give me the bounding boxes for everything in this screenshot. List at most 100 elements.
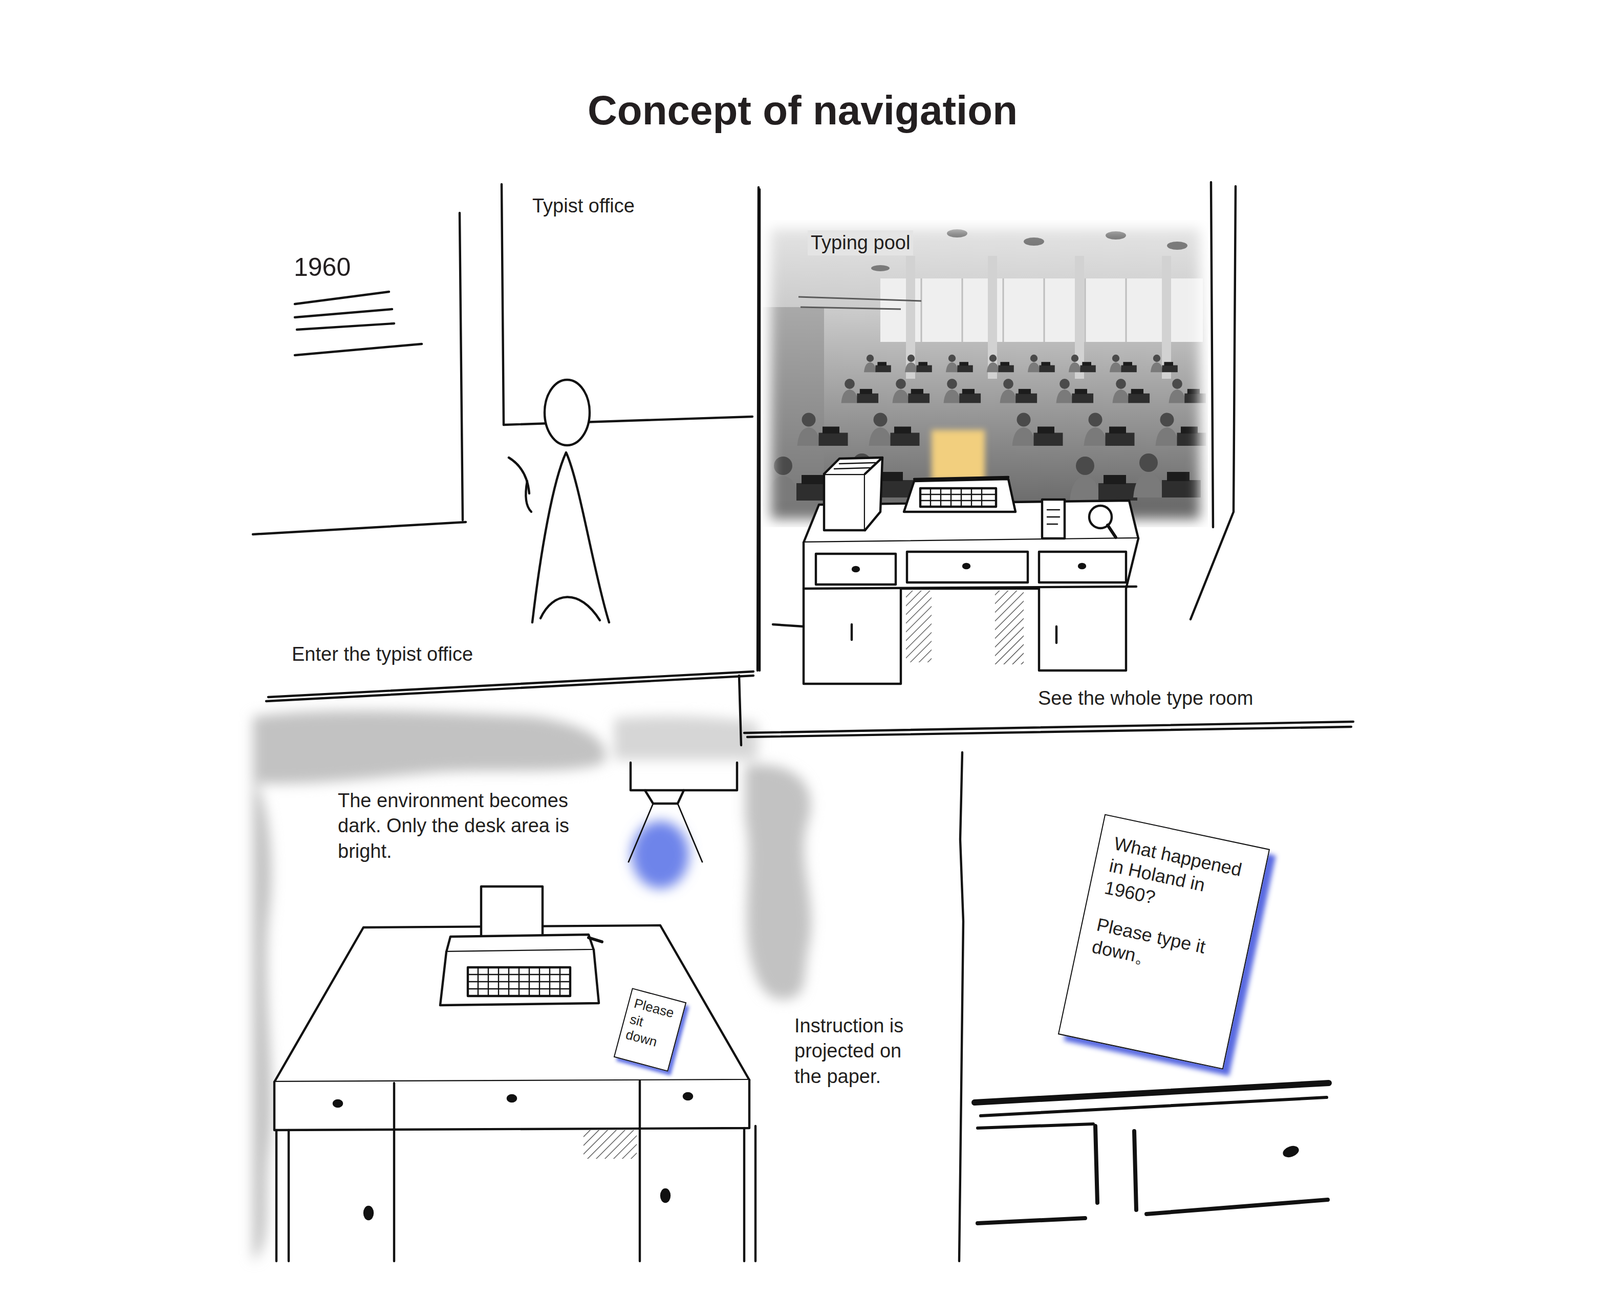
typing-pool-photo <box>863 354 892 373</box>
typewriter <box>467 967 571 997</box>
wall-text-lines <box>294 291 422 356</box>
typing-pool-photo <box>1109 354 1137 373</box>
ceiling-lamp <box>628 803 703 862</box>
desk-closeup <box>977 1123 1094 1129</box>
typing-pool-photo <box>1166 241 1188 250</box>
desk-closeup <box>977 1218 1086 1224</box>
typing-pool-photo <box>1000 378 1038 403</box>
typewriter <box>903 479 1016 512</box>
desk <box>639 1126 756 1262</box>
typewriter <box>920 488 997 507</box>
desk-card <box>1042 499 1065 539</box>
desk <box>803 538 1139 684</box>
story-panel: The environment becomes dark. Only the d… <box>252 706 963 1265</box>
typing-pool-photo <box>945 354 974 373</box>
panel-border <box>501 184 504 425</box>
desk <box>963 564 970 569</box>
typing-pool-photo <box>1068 354 1096 373</box>
wall-text-lines <box>296 323 395 330</box>
desk <box>905 590 932 663</box>
desk <box>995 590 1024 665</box>
wall-text-lines <box>294 309 393 318</box>
storyboard-art <box>252 182 1354 1262</box>
desk <box>394 1080 640 1131</box>
desk <box>906 551 1028 583</box>
node-text: Please type it down。 <box>1090 913 1235 986</box>
panel-border <box>1211 182 1214 528</box>
typewriter <box>446 934 594 953</box>
typing-pool-photo <box>904 354 933 373</box>
panel-border <box>252 184 759 746</box>
typing-pool-photo <box>1161 255 1172 379</box>
desk-closeup <box>1095 1126 1098 1203</box>
desk <box>1039 551 1127 583</box>
typewriter <box>481 886 543 940</box>
node-text: See the whole type room <box>1038 685 1253 711</box>
lamp-light <box>631 820 689 889</box>
visitor-figure <box>525 481 532 512</box>
desk <box>274 925 756 1262</box>
panel-border <box>757 187 759 671</box>
dark-environment <box>745 764 812 1000</box>
panel-border <box>1190 186 1236 620</box>
desk-card <box>1042 499 1065 539</box>
paper-tray <box>824 457 883 531</box>
desk-card <box>1047 509 1060 525</box>
typing-pool-photo <box>946 229 968 238</box>
panel-border <box>959 752 964 1262</box>
desk <box>1078 564 1086 569</box>
desk <box>583 1130 637 1159</box>
typing-pool-photo <box>943 378 982 403</box>
desk-closeup <box>1146 1199 1328 1215</box>
dark-environment <box>252 710 812 1262</box>
typing-pool-photo <box>1012 413 1064 447</box>
typing-pool-photo <box>1023 237 1045 246</box>
desk <box>274 1079 750 1131</box>
node-text: The environment becomes dark. Only the d… <box>337 788 607 864</box>
ceiling-lamp <box>630 762 738 791</box>
desk <box>364 1206 373 1220</box>
typing-pool-photo <box>1155 413 1207 447</box>
typing-pool-photo <box>1084 413 1135 447</box>
dark-environment <box>252 777 272 1262</box>
node-text: Please sit down <box>623 995 680 1054</box>
desk-closeup <box>980 1097 1327 1116</box>
typing-pool-photo <box>1056 378 1094 403</box>
paper-tray <box>834 462 876 469</box>
node-text: What happened in Holand in 1960? <box>1102 832 1252 927</box>
typing-pool-photo <box>921 278 1167 342</box>
ceiling-lamp <box>644 790 684 804</box>
node-text: Enter the typist office <box>291 641 473 667</box>
instruction-note: Please sit down <box>613 987 687 1072</box>
typing-pool-photo <box>841 378 879 403</box>
typing-pool-photo <box>797 413 849 447</box>
desk-closeup <box>974 1083 1329 1224</box>
typing-pool-photo <box>1150 354 1178 373</box>
typewriter <box>440 949 599 1006</box>
desk-closeup <box>1282 1145 1300 1159</box>
typing-pool-photo <box>1069 456 1138 501</box>
panel-border <box>739 675 742 746</box>
node-text: Instruction is projected on the paper. <box>794 1013 928 1090</box>
ceiling-lamp <box>628 762 738 862</box>
typing-pool-photo <box>986 354 1014 373</box>
typewriter <box>588 937 602 942</box>
wall-text-lines <box>294 291 389 305</box>
desk <box>661 1189 670 1202</box>
typing-pool-photo <box>880 278 1203 342</box>
visitor-figure <box>540 596 600 621</box>
panel-border <box>744 721 1354 733</box>
panel-border <box>758 189 761 671</box>
page-title: Concept of navigation <box>587 87 1018 135</box>
desk <box>851 624 1057 643</box>
panel-border <box>503 416 753 425</box>
panel-border <box>252 522 466 535</box>
typing-pool-photo <box>1027 354 1055 373</box>
desk <box>852 567 859 572</box>
projected-paper: What happened in Holand in 1960?Please t… <box>1057 814 1270 1070</box>
typewriter <box>440 886 602 1006</box>
desk <box>803 586 1137 589</box>
desk-closeup <box>1134 1131 1137 1210</box>
